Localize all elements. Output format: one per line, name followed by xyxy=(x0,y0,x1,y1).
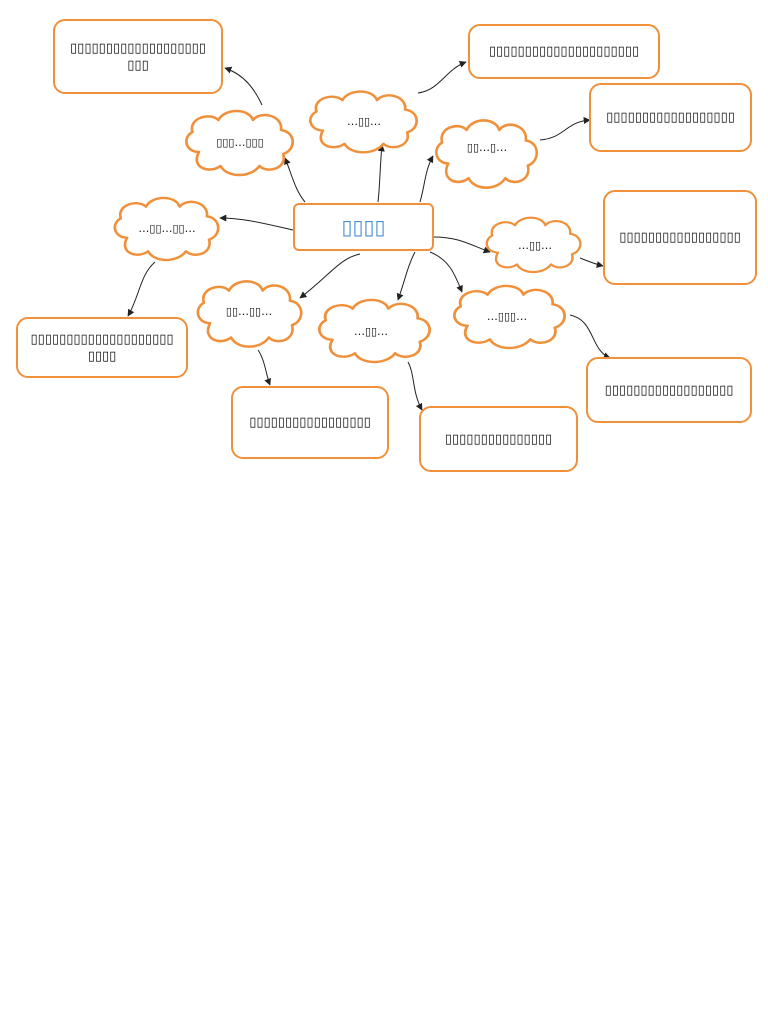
arrow-center-c8 xyxy=(429,251,463,293)
leaf-text: ▯▯▯▯▯▯▯▯▯▯▯▯▯▯▯▯▯▯ xyxy=(606,110,735,125)
leaf-box-5: ▯▯▯▯▯▯▯▯▯▯▯▯▯▯▯▯▯▯▯▯▯▯▯▯ xyxy=(16,317,188,378)
cloud-c5: …▯▯… xyxy=(506,234,564,256)
arrow-c5-b5 xyxy=(579,257,604,268)
cloud-label: …▯▯… xyxy=(353,324,389,338)
cloud-c4: …▯▯…▯▯… xyxy=(136,210,198,246)
arrow-center-c2 xyxy=(377,144,385,203)
cloud-c6: ▯▯…▯▯… xyxy=(212,300,286,322)
cloud-c8: …▯▯▯… xyxy=(474,305,540,327)
leaf-text: ▯▯▯▯▯▯▯▯▯▯▯▯▯▯▯▯▯▯▯▯▯▯ xyxy=(70,40,206,73)
leaf-box-7: ▯▯▯▯▯▯▯▯▯▯▯▯▯▯▯ xyxy=(419,406,578,472)
arrow-c7-b7 xyxy=(407,361,423,411)
arrow-center-c7 xyxy=(396,251,416,301)
leaf-text: ▯▯▯▯▯▯▯▯▯▯▯▯▯▯▯▯▯▯▯▯▯ xyxy=(488,44,640,59)
central-topic-label: ▯▯▯▯ xyxy=(341,214,386,239)
leaf-text: ▯▯▯▯▯▯▯▯▯▯▯▯▯▯▯▯▯▯ xyxy=(604,382,734,398)
arrow-center-c3 xyxy=(419,155,434,203)
cloud-label: ▯▯…▯▯… xyxy=(225,304,273,318)
connectors xyxy=(127,60,611,411)
leaf-box-3: ▯▯▯▯▯▯▯▯▯▯▯▯▯▯▯▯▯▯ xyxy=(589,83,752,152)
cloud-label: …▯▯… xyxy=(346,114,382,128)
cloud-label: ▯▯▯…▯▯▯ xyxy=(216,135,264,149)
arrow-c1-b1 xyxy=(224,66,263,106)
leaf-box-1: ▯▯▯▯▯▯▯▯▯▯▯▯▯▯▯▯▯▯▯▯▯▯ xyxy=(53,19,223,94)
cloud-c3: ▯▯…▯… xyxy=(452,136,522,158)
arrow-c8-b8 xyxy=(569,314,611,359)
leaf-text: ▯▯▯▯▯▯▯▯▯▯▯▯▯▯▯▯▯ xyxy=(249,415,371,430)
cloud-label: …▯▯▯… xyxy=(486,309,528,323)
cloud-c2: …▯▯… xyxy=(328,110,400,132)
leaf-box-8: ▯▯▯▯▯▯▯▯▯▯▯▯▯▯▯▯▯▯ xyxy=(586,357,752,423)
arrow-c6-b6 xyxy=(257,349,271,386)
arrow-center-c5 xyxy=(432,236,491,254)
leaf-text: ▯▯▯▯▯▯▯▯▯▯▯▯▯▯▯▯▯ xyxy=(619,230,741,245)
cloud-label: ▯▯…▯… xyxy=(466,140,508,154)
leaf-box-2: ▯▯▯▯▯▯▯▯▯▯▯▯▯▯▯▯▯▯▯▯▯ xyxy=(468,24,660,79)
arrow-center-c6 xyxy=(299,253,361,299)
arrow-c3-b3 xyxy=(539,117,591,141)
cloud-c7: …▯▯… xyxy=(340,320,402,342)
leaf-box-4: ▯▯▯▯▯▯▯▯▯▯▯▯▯▯▯▯▯ xyxy=(603,190,757,285)
leaf-text: ▯▯▯▯▯▯▯▯▯▯▯▯▯▯▯ xyxy=(444,431,553,447)
leaf-text: ▯▯▯▯▯▯▯▯▯▯▯▯▯▯▯▯▯▯▯▯▯▯▯▯ xyxy=(30,331,174,364)
arrow-c2-b2 xyxy=(417,60,467,94)
arrow-center-c4 xyxy=(219,214,294,231)
cloud-label: …▯▯…▯▯… xyxy=(138,221,196,235)
arrow-c4-b4 xyxy=(127,261,156,317)
cloud-label: …▯▯… xyxy=(517,238,553,252)
leaf-box-6: ▯▯▯▯▯▯▯▯▯▯▯▯▯▯▯▯▯ xyxy=(231,386,389,459)
cloud-c1: ▯▯▯…▯▯▯ xyxy=(208,124,272,160)
central-topic: ▯▯▯▯ xyxy=(293,203,434,251)
arrow-center-c1 xyxy=(284,157,306,203)
